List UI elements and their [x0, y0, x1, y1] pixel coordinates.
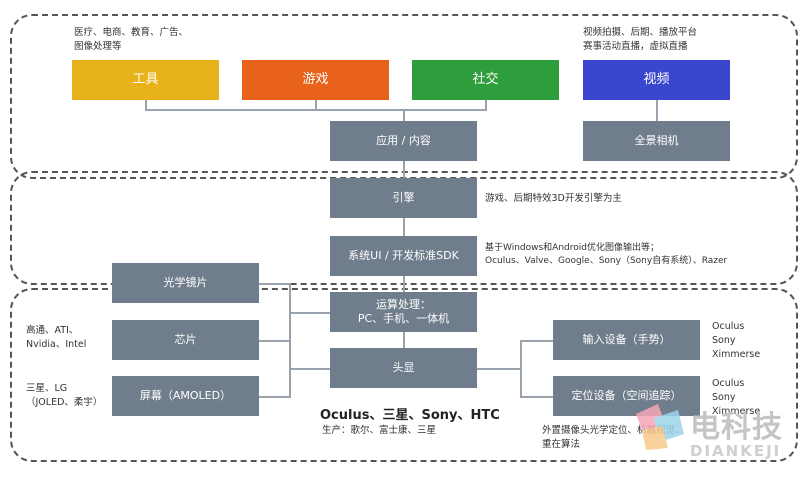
connector-line: [289, 283, 291, 398]
sdk-label: 系统UI / 开发标准SDK: [348, 248, 459, 262]
screen-label: 屏幕（AMOLED）: [139, 388, 232, 402]
connector-line: [259, 340, 290, 342]
connector-line: [145, 109, 487, 111]
compute-label: 运算处理： PC、手机、一体机: [357, 297, 450, 325]
headset-box: 头显: [330, 348, 477, 388]
chip-note: 高通、ATI、 Nvidia、Intel: [26, 325, 87, 350]
sdk-note: 基于Windows和Android优化图像输出等； Oculus、Valve、G…: [485, 243, 728, 267]
panorama-camera-label: 全景相机: [634, 133, 679, 147]
connector-line: [403, 109, 405, 121]
connector-line: [403, 218, 405, 236]
sdk-box: 系统UI / 开发标准SDK: [330, 236, 477, 276]
chip-label: 芯片: [174, 332, 197, 346]
chip-box: 芯片: [112, 320, 259, 360]
compute-box: 运算处理： PC、手机、一体机: [330, 292, 477, 332]
engine-label: 引擎: [392, 190, 415, 204]
connector-line: [259, 283, 290, 285]
optics-label: 光学镜片: [163, 275, 208, 289]
screen-note: 三星、LG （JOLED、柔宇）: [26, 383, 103, 408]
tracking-device-box: 定位设备（空间追踪）: [553, 376, 700, 416]
video-note: 视频拍摄、后期、播放平台 赛事活动直播，虚拟直播: [583, 27, 698, 52]
screen-box: 屏幕（AMOLED）: [112, 376, 259, 416]
tools-note: 医疗、电商、教育、广告、 图像处理等: [74, 27, 189, 52]
headset-producers: 生产：歌尔、富士康、三星: [322, 425, 437, 436]
input-device-box: 输入设备（手势）: [553, 320, 700, 360]
category-social-box: 社交: [412, 60, 559, 100]
connector-line: [656, 100, 658, 121]
category-social-label: 社交: [472, 71, 499, 87]
connector-line: [289, 368, 330, 370]
tracking-device-label: 定位设备（空间追踪）: [571, 388, 682, 402]
input-device-note: Oculus Sony Ximmerse: [712, 321, 761, 360]
engine-box: 引擎: [330, 178, 477, 218]
optics-box: 光学镜片: [112, 263, 259, 303]
connector-line: [315, 100, 317, 110]
connector-line: [145, 100, 147, 110]
engine-note: 游戏、后期特效3D开发引擎为主: [485, 193, 622, 204]
connector-line: [477, 368, 521, 370]
connector-line: [520, 340, 553, 342]
headset-brands: Oculus、三星、Sony、HTC: [320, 408, 500, 423]
connector-line: [403, 161, 405, 178]
category-tools-label: 工具: [132, 71, 159, 87]
watermark-logo-icon: [636, 404, 684, 450]
watermark-logo: [636, 404, 686, 450]
connector-line: [520, 396, 553, 398]
connector-line: [520, 340, 522, 396]
category-video-box: 视频: [583, 60, 730, 100]
category-games-box: 游戏: [242, 60, 389, 100]
connector-line: [259, 396, 290, 398]
watermark-cn: 电科技: [690, 410, 783, 445]
tracking-description: 外置摄像头光学定位、机器视觉、 重在算法: [542, 425, 685, 450]
category-tools-box: 工具: [72, 60, 219, 100]
connector-line: [289, 312, 330, 314]
input-device-label: 输入设备（手势）: [582, 332, 671, 346]
connector-line: [485, 100, 487, 110]
connector-line: [403, 276, 405, 292]
category-video-label: 视频: [643, 71, 670, 87]
app-content-box: 应用 / 内容: [330, 121, 477, 161]
category-games-label: 游戏: [302, 71, 329, 87]
app-content-label: 应用 / 内容: [376, 133, 431, 147]
headset-label: 头显: [392, 360, 415, 374]
connector-line: [403, 332, 405, 348]
watermark-en: DIANKEJI: [690, 442, 782, 460]
tracking-device-note: Oculus Sony Ximmerse: [712, 378, 761, 417]
panorama-camera-box: 全景相机: [583, 121, 730, 161]
